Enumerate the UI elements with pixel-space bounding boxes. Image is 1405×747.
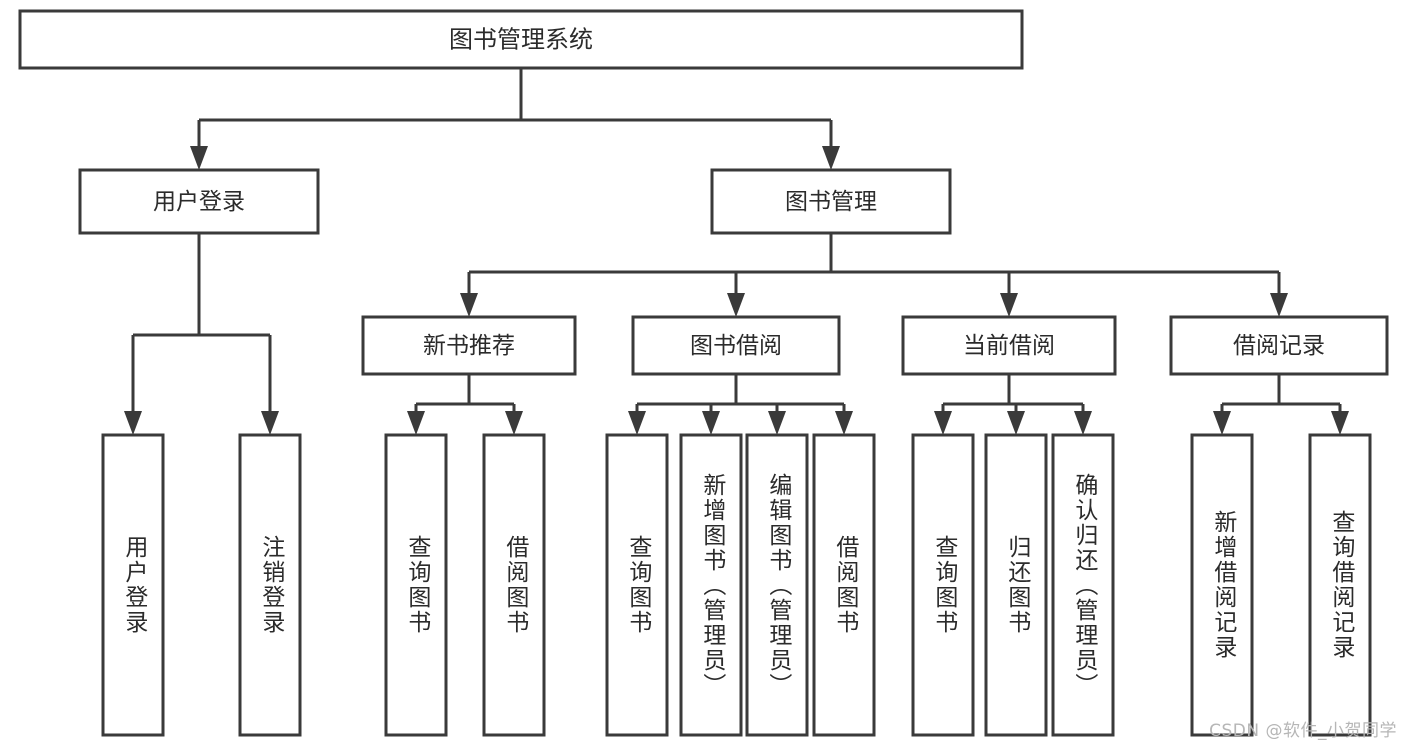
- node-box-leaf-logout[interactable]: [238, 433, 302, 737]
- node-box-leaf-borrow-book-2[interactable]: [812, 433, 876, 737]
- node-box-book-borrow[interactable]: [631, 315, 841, 376]
- node-user-login[interactable]: [78, 168, 320, 235]
- node-box-leaf-return-book[interactable]: [984, 433, 1048, 737]
- node-root[interactable]: [18, 9, 1024, 70]
- book-manage-branch-0-arrowhead: [460, 293, 478, 317]
- borrow-record-branch-1-arrowhead: [1331, 411, 1349, 435]
- book-borrow-branch-1-arrowhead: [702, 411, 720, 435]
- node-leaf-query-book-3[interactable]: [911, 433, 975, 737]
- box-layer: [18, 9, 1389, 737]
- connector-layer: [124, 68, 1349, 435]
- node-leaf-query-record[interactable]: [1308, 433, 1372, 737]
- book-borrow-branch-0-arrowhead: [628, 411, 646, 435]
- node-label-book-manage: 图书管理: [785, 189, 877, 215]
- node-box-borrow-record[interactable]: [1169, 315, 1389, 376]
- node-leaf-add-book[interactable]: [679, 433, 743, 737]
- node-leaf-query-book-1[interactable]: [384, 433, 448, 737]
- book-borrow-branch-2-arrowhead: [768, 411, 786, 435]
- node-label-user-login: 用户登录: [153, 189, 245, 215]
- node-box-leaf-query-book-1[interactable]: [384, 433, 448, 737]
- node-book-borrow[interactable]: [631, 315, 841, 376]
- book-manage-branch-3-arrowhead: [1270, 293, 1288, 317]
- node-label-book-borrow: 图书借阅: [690, 333, 782, 359]
- node-leaf-edit-book[interactable]: [745, 433, 809, 737]
- node-borrow-record[interactable]: [1169, 315, 1389, 376]
- node-current-borrow[interactable]: [901, 315, 1117, 376]
- node-box-leaf-user-login[interactable]: [101, 433, 165, 737]
- node-box-new-book-rec[interactable]: [361, 315, 577, 376]
- node-box-leaf-confirm-return[interactable]: [1051, 433, 1115, 737]
- node-leaf-add-record[interactable]: [1190, 433, 1254, 737]
- node-box-leaf-query-book-2[interactable]: [605, 433, 669, 737]
- node-leaf-return-book[interactable]: [984, 433, 1048, 737]
- user-login-branch-1-arrowhead: [261, 411, 279, 435]
- book-manage-branch-1-arrowhead: [727, 293, 745, 317]
- node-book-manage[interactable]: [710, 168, 952, 235]
- new-book-rec-branch-0-arrowhead: [407, 411, 425, 435]
- new-book-rec-branch-1-arrowhead: [505, 411, 523, 435]
- node-leaf-confirm-return[interactable]: [1051, 433, 1115, 737]
- node-label-current-borrow: 当前借阅: [963, 333, 1055, 359]
- node-label-borrow-record: 借阅记录: [1233, 333, 1325, 359]
- node-box-leaf-add-record[interactable]: [1190, 433, 1254, 737]
- node-box-leaf-query-book-3[interactable]: [911, 433, 975, 737]
- current-borrow-branch-1-arrowhead: [1007, 411, 1025, 435]
- watermark: CSDN @软件_小贺同学: [1209, 721, 1397, 741]
- node-box-current-borrow[interactable]: [901, 315, 1117, 376]
- node-new-book-rec[interactable]: [361, 315, 577, 376]
- node-box-leaf-query-record[interactable]: [1308, 433, 1372, 737]
- node-label-root: 图书管理系统: [449, 26, 593, 54]
- node-label-new-book-rec: 新书推荐: [423, 333, 515, 359]
- node-leaf-borrow-book-1[interactable]: [482, 433, 546, 737]
- borrow-record-branch-0-arrowhead: [1213, 411, 1231, 435]
- node-box-user-login[interactable]: [78, 168, 320, 235]
- root-branch-0-arrowhead: [190, 146, 208, 170]
- node-box-leaf-edit-book[interactable]: [745, 433, 809, 737]
- node-leaf-borrow-book-2[interactable]: [812, 433, 876, 737]
- node-leaf-logout[interactable]: [238, 433, 302, 737]
- node-box-book-manage[interactable]: [710, 168, 952, 235]
- current-borrow-branch-0-arrowhead: [934, 411, 952, 435]
- current-borrow-branch-2-arrowhead: [1074, 411, 1092, 435]
- node-box-leaf-borrow-book-1[interactable]: [482, 433, 546, 737]
- node-box-leaf-add-book[interactable]: [679, 433, 743, 737]
- node-leaf-query-book-2[interactable]: [605, 433, 669, 737]
- node-box-root[interactable]: [18, 9, 1024, 70]
- book-borrow-branch-3-arrowhead: [835, 411, 853, 435]
- node-leaf-user-login[interactable]: [101, 433, 165, 737]
- user-login-branch-0-arrowhead: [124, 411, 142, 435]
- book-manage-branch-2-arrowhead: [1000, 293, 1018, 317]
- root-branch-1-arrowhead: [822, 146, 840, 170]
